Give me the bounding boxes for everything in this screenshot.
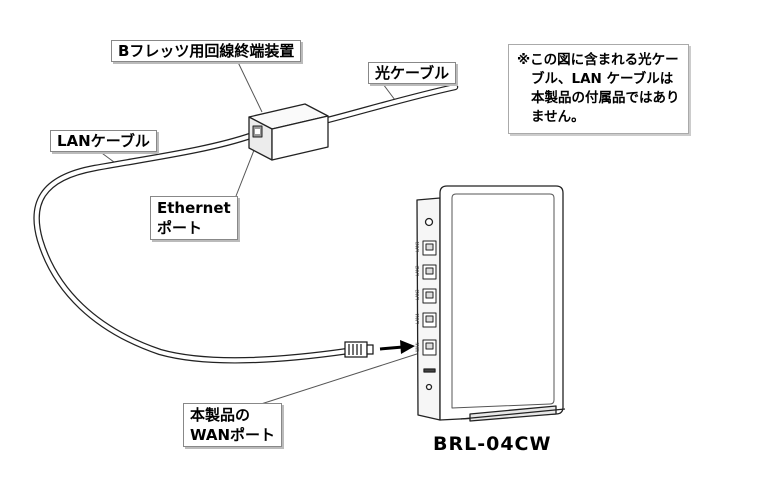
note-line-4: ません。	[531, 109, 585, 125]
ethernet-port-label-line2: ポート	[157, 219, 203, 237]
router-device: LAN1 LAN2 LAN3 LAN4 WAN	[415, 185, 566, 422]
usb-slot	[423, 368, 436, 373]
wan-port-label-line2: WANポート	[190, 426, 276, 444]
router-ports	[422, 240, 437, 356]
wan-port-label: 本製品の WANポート	[183, 403, 283, 447]
ont-device	[248, 103, 329, 161]
note-line-1: ※この図に含まれる光ケー	[517, 52, 679, 68]
rj45-plug	[344, 341, 374, 358]
accessory-note: ※この図に含まれる光ケー ブル、LAN ケーブルは 本製品の付属品ではあり ませ…	[508, 44, 689, 134]
insert-arrow	[379, 340, 415, 354]
ont-label: Bフレッツ用回線終端装置	[111, 40, 302, 62]
optical-cable-label: 光ケーブル	[368, 62, 457, 84]
optical-cable	[316, 83, 459, 126]
power-button-icon	[424, 217, 434, 227]
ethernet-port-label: Ethernet ポート	[150, 196, 238, 240]
note-line-3: 本製品の付属品ではあり	[531, 90, 680, 106]
lan4-port-label: LAN4	[415, 313, 420, 324]
reset-button-icon	[425, 383, 433, 391]
wan-port-label-line1: 本製品の	[190, 406, 251, 424]
lan3-port-label: LAN3	[415, 289, 420, 300]
lan-cable	[33, 131, 352, 364]
model-name: BRL-04CW	[433, 433, 552, 455]
wan-port-label: WAN	[415, 343, 420, 352]
ethernet-port-label-line1: Ethernet	[157, 199, 231, 217]
ont-leader-line	[234, 55, 263, 113]
ont-ethernet-port	[252, 125, 263, 138]
lan-cable-label: LANケーブル	[50, 130, 157, 152]
lan1-port-label: LAN1	[415, 241, 420, 252]
lan2-port-label: LAN2	[415, 265, 420, 276]
wan-port-leader-line	[257, 351, 424, 406]
note-line-2: ブル、LAN ケーブルは	[531, 71, 674, 87]
